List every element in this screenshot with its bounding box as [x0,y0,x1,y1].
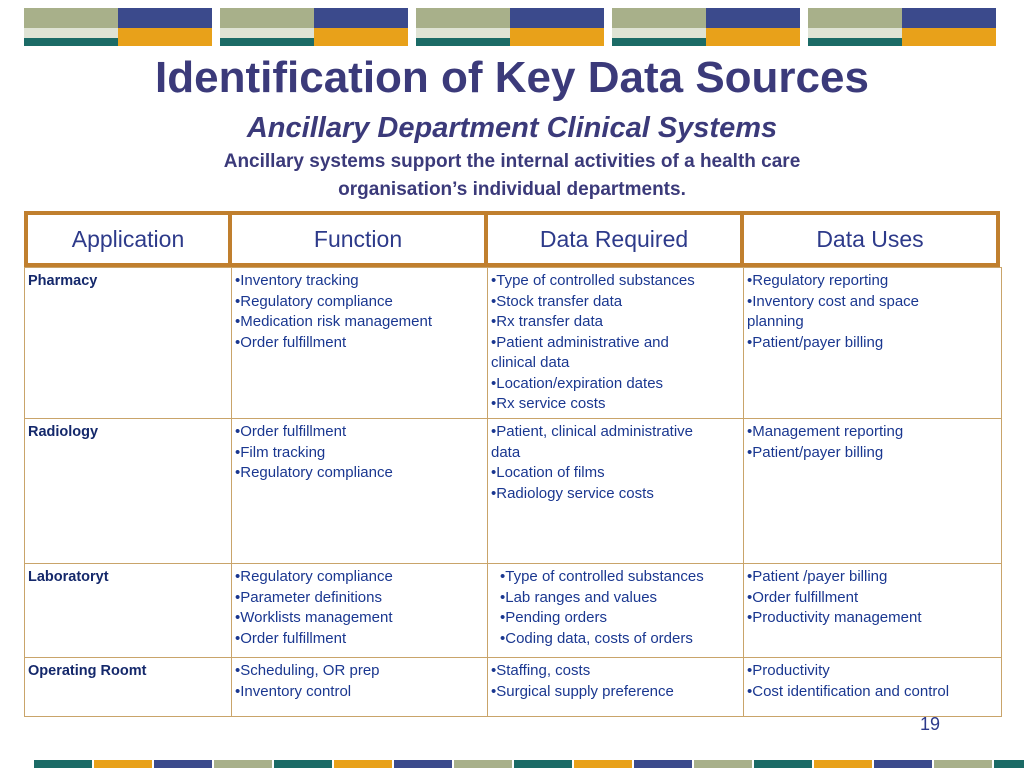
bullet-item: •Stock transfer data [491,292,623,310]
strip-segment [874,760,932,768]
page-number: 19 [919,714,940,734]
bullet-item: •Surgical supply preference [491,682,674,700]
cell-data-uses: •Management reporting •Patient/payer bil… [743,419,1001,563]
bullet-item: •Worklists management [235,609,393,626]
banner-block [416,8,604,46]
cell-data-uses: •Patient /payer billing •Order fulfillme… [743,564,1001,657]
bullet-item: •Lab ranges and values [500,588,658,606]
bullet-item: •Regulatory reporting [747,272,889,289]
cell-data-required: •Type of controlled substances •Stock tr… [487,268,743,418]
table-row: Laboratoryt •Regulatory compliance •Para… [25,563,1001,657]
bullet-item: •Regulatory compliance [235,464,393,481]
cell-data-required: •Patient, clinical administrative data •… [487,419,743,563]
cell-application: Operating Roomt [28,663,147,679]
bullet-item: •Location of films [491,464,605,481]
table-row: Operating Roomt •Scheduling, OR prep •In… [25,657,1001,716]
strip-segment [754,760,812,768]
bullet-item: •Coding data, costs of orders [500,629,693,647]
cell-function: •Order fulfillment •Film tracking •Regul… [231,419,487,563]
table-row: Pharmacy •Inventory tracking •Regulatory… [25,267,1001,418]
strip-segment [34,760,92,768]
bullet-item: •Staffing, costs [491,662,591,679]
strip-segment [634,760,692,768]
slide-title: Identification of Key Data Sources [155,53,869,102]
slide-description: Ancillary systems support the internal a… [223,151,801,200]
banner-block [612,8,800,46]
bottom-decorative-strip [0,760,1024,768]
bullet-item: •Inventory tracking [235,272,359,289]
bullet-item: •Scheduling, OR prep [235,662,380,679]
bullet-item: •Type of controlled substances [491,272,695,289]
cell-data-uses: •Productivity •Cost identification and c… [743,658,1001,716]
cell-data-required: •Type of controlled substances •Lab rang… [487,564,743,657]
slide-subtitle: Ancillary Department Clinical Systems [246,112,778,144]
banner-block [24,8,212,46]
strip-segment [574,760,632,768]
cell-function: •Inventory tracking •Regulatory complian… [231,268,487,418]
bullet-item: •Regulatory compliance [235,292,393,310]
bullet-item: data [491,443,521,461]
bullet-item: •Patient/payer billing [747,333,884,351]
bullet-item: •Cost identification and control [747,682,950,700]
strip-segment [814,760,872,768]
bullet-item: •Location/expiration dates [491,374,664,392]
bullet-item: planning [747,313,804,330]
strip-segment [94,760,152,768]
bullet-item: •Productivity [747,662,830,679]
bullet-item: •Patient administrative and [491,333,669,351]
bullet-item: •Order fulfillment [235,333,347,351]
bullet-item: •Inventory cost and space [747,292,920,310]
strip-segment [514,760,572,768]
top-decorative-banner [0,0,1024,50]
bullet-item: •Patient /payer billing [747,568,888,585]
strip-segment [214,760,272,768]
bullet-item: •Medication risk management [235,313,433,330]
bullet-item: •Rx transfer data [491,313,603,330]
cell-application: Laboratoryt [28,569,109,585]
strip-segment [694,760,752,768]
strip-segment [154,760,212,768]
bullet-item: •Productivity management [747,609,922,626]
strip-segment [274,760,332,768]
bullet-item: •Type of controlled substances [500,568,704,585]
bullet-item: •Film tracking [235,443,326,461]
header-application: Application [24,211,230,267]
bullet-item: •Rx service costs [491,395,606,412]
header-data-required: Data Required [486,211,742,267]
cell-function: •Regulatory compliance •Parameter defini… [231,564,487,657]
strip-segment [334,760,392,768]
bullet-item: •Parameter definitions [235,588,382,606]
header-function: Function [230,211,486,267]
table-row: Radiology •Order fulfillment •Film track… [25,418,1001,563]
header-data-uses: Data Uses [742,211,1000,267]
cell-application: Pharmacy [28,273,98,289]
cell-data-uses: •Regulatory reporting •Inventory cost an… [743,268,1001,418]
cell-application: Radiology [28,424,99,440]
bullet-item: •Inventory control [235,682,352,700]
bullet-item: •Order fulfillment [235,423,347,440]
strip-segment [454,760,512,768]
cell-data-required: •Staffing, costs •Surgical supply prefer… [487,658,743,716]
bullet-item: •Patient, clinical administrative [491,423,694,440]
strip-segment [994,760,1024,768]
data-sources-table: Pharmacy •Inventory tracking •Regulatory… [24,267,1002,717]
bullet-item: •Pending orders [500,609,607,626]
banner-block [808,8,996,46]
bullet-item: •Regulatory compliance [235,568,393,585]
cell-function: •Scheduling, OR prep •Inventory control [231,658,487,716]
strip-segment [934,760,992,768]
bullet-item: •Order fulfillment [235,629,347,647]
banner-block [220,8,408,46]
bullet-item: •Order fulfillment [747,588,859,606]
table-header-row: Application Function Data Required Data … [24,211,1000,267]
strip-segment [394,760,452,768]
bullet-item: •Management reporting [747,423,904,440]
bullet-item: clinical data [491,354,570,371]
bullet-item: •Patient/payer billing [747,443,884,461]
bullet-item: •Radiology service costs [491,484,654,502]
